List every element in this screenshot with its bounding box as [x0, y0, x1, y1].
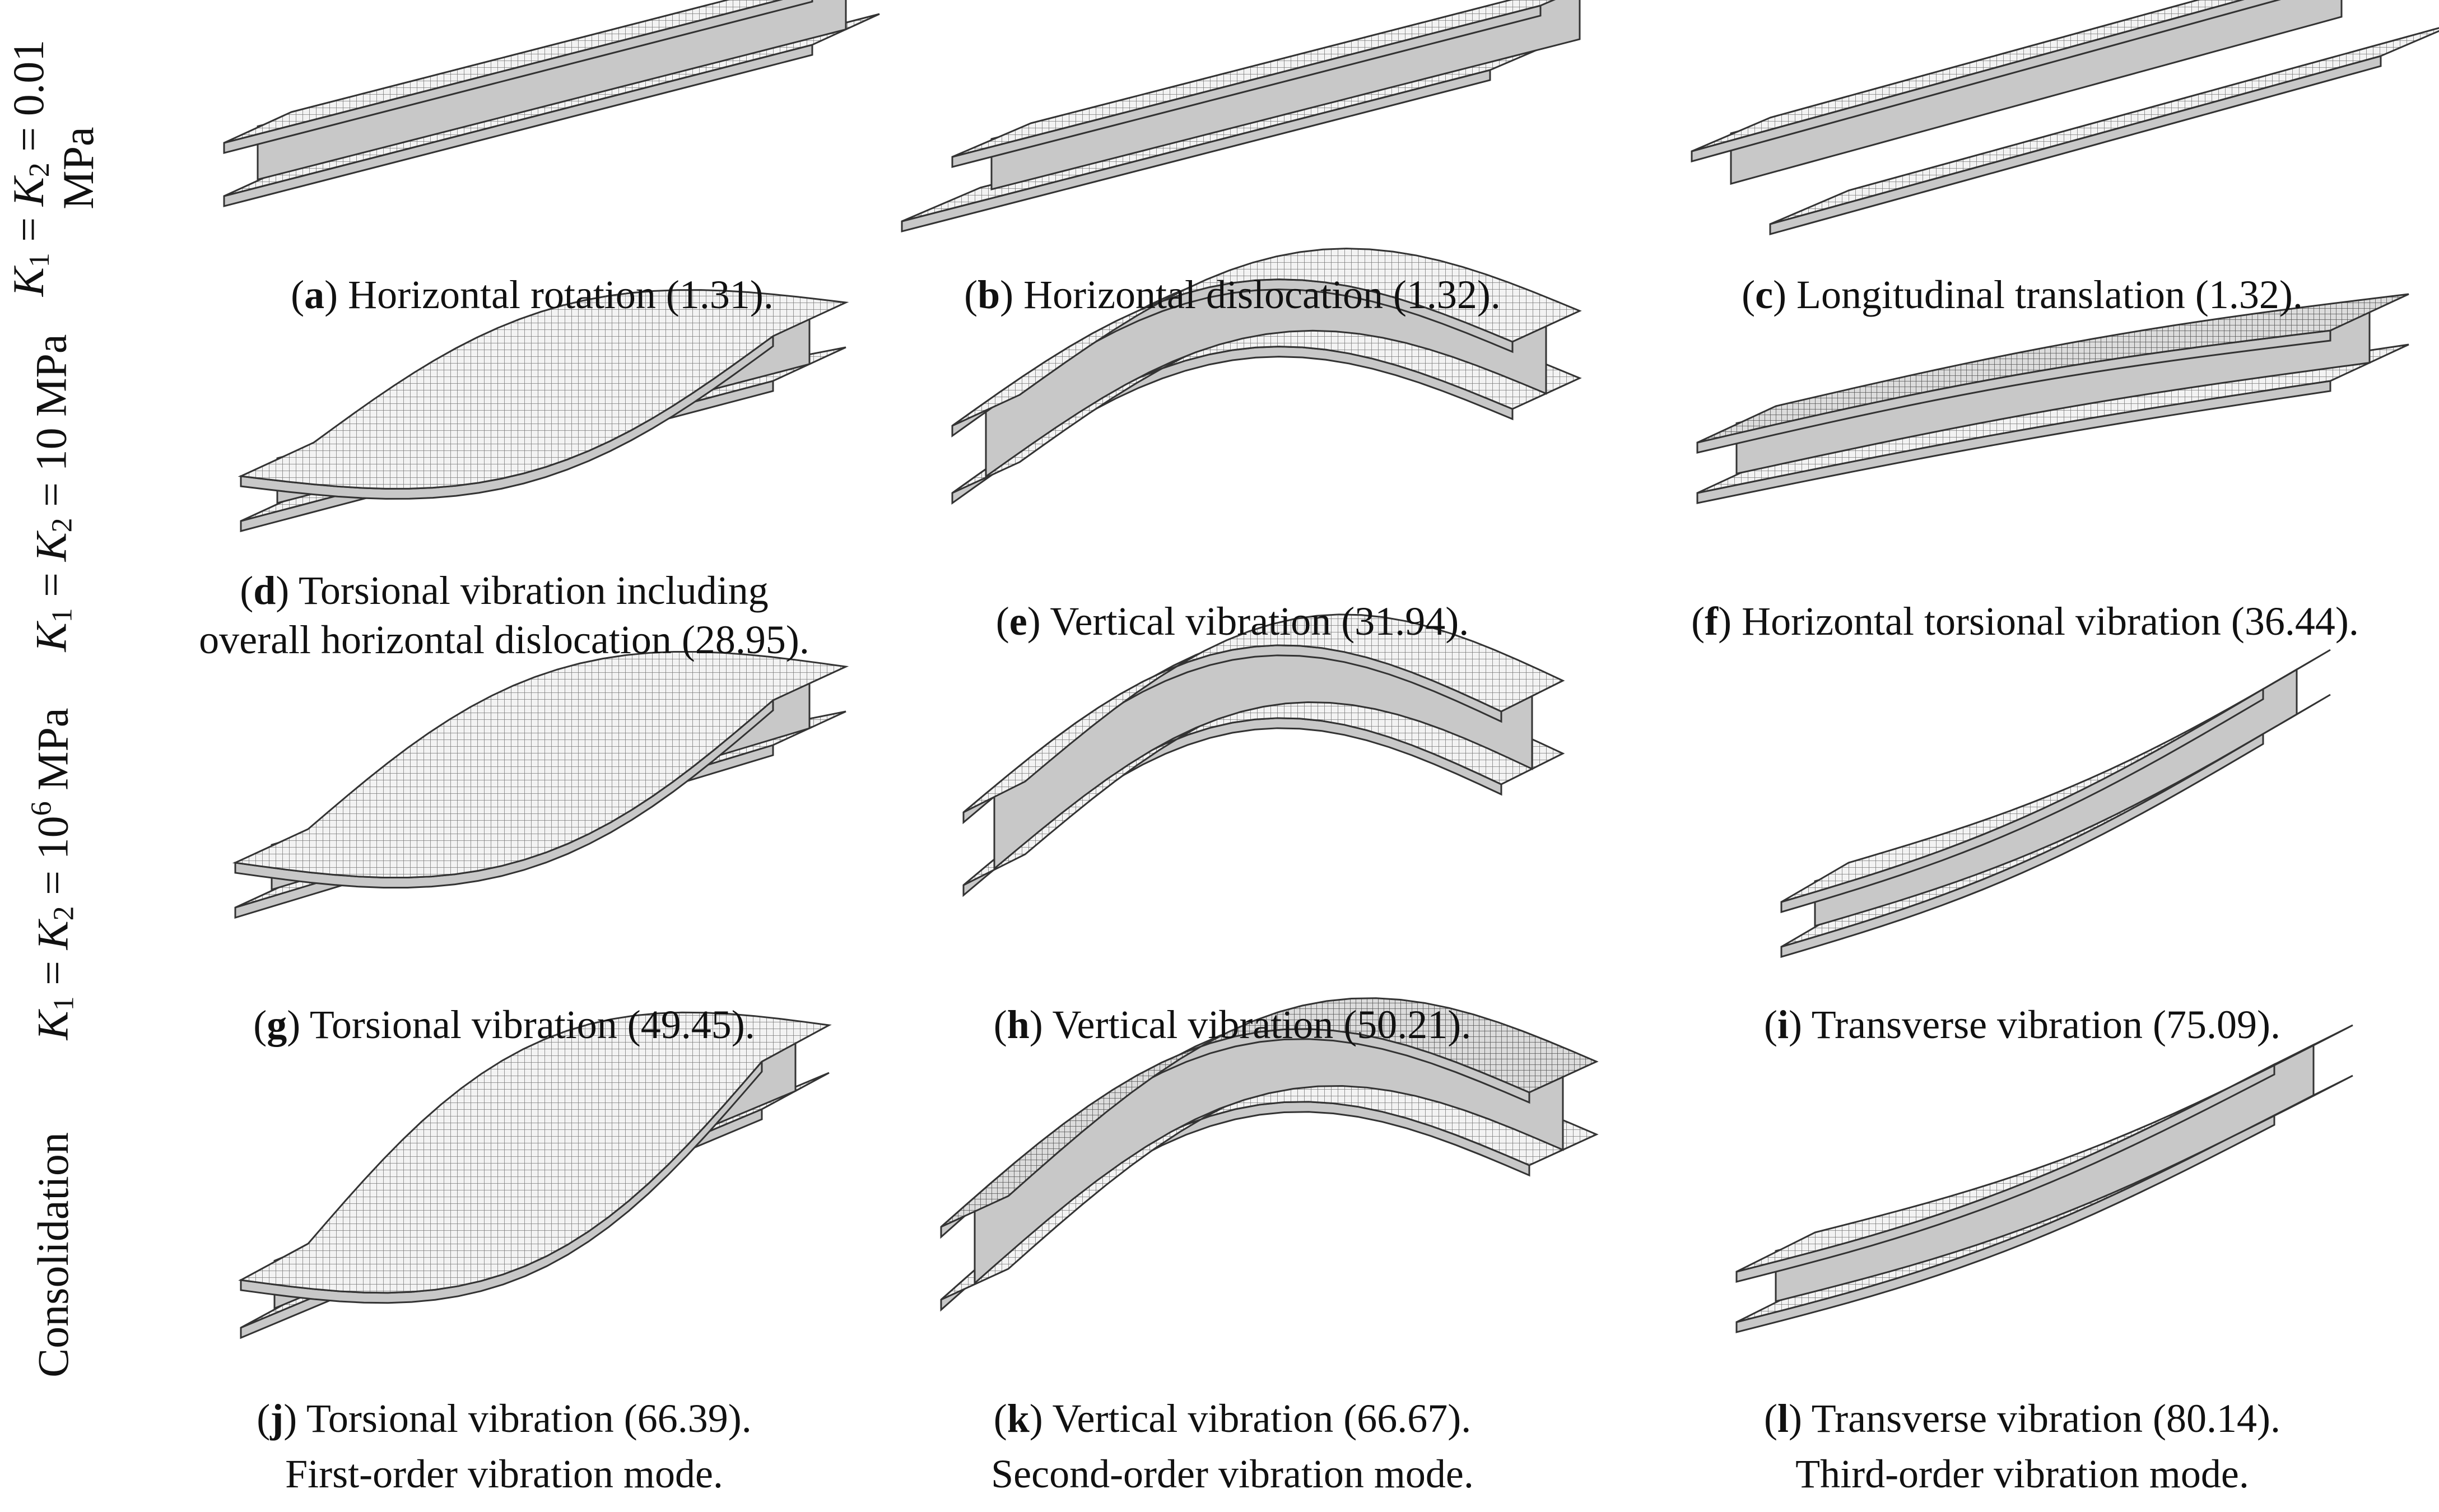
- top-flange: [1736, 1024, 2353, 1273]
- top-flange: [1781, 649, 2331, 903]
- beam-l: [1735, 1024, 2353, 1333]
- caption-c: (c) Longitudinal translation (1.32).: [1742, 272, 2303, 317]
- web: [993, 628, 1533, 871]
- caption-h: (h) Vertical vibration (50.21).: [993, 1002, 1472, 1047]
- row-label-1: K1 = K2 = 0.01 MPa: [3, 39, 103, 297]
- caption-i: (i) Transverse vibration (75.09).: [1764, 1002, 2280, 1047]
- top-flange: [1691, 0, 2245, 152]
- beam-b: [901, 0, 1581, 232]
- row-label-3: K1 = K2 = 106 MPa: [25, 708, 80, 1040]
- beam-d: [238, 289, 849, 532]
- beam-c: [1691, 0, 2439, 235]
- column-label-second-order: Second-order vibration mode.: [991, 1451, 1474, 1496]
- caption-e: (e) Vertical vibration (31.94).: [995, 599, 1469, 644]
- beam-i: [1780, 649, 2331, 959]
- beam-e: [951, 248, 1582, 505]
- beam-h: [962, 613, 1565, 897]
- top-flange: [963, 613, 1565, 813]
- beam-g: [232, 651, 849, 919]
- row-label-2: K1 = K2 = 10 MPa: [26, 334, 78, 652]
- top-flange: [941, 997, 1599, 1228]
- top-flange: [1697, 293, 2409, 444]
- bottom-flange: [1770, 27, 2439, 225]
- caption-g: (g) Torsional vibration (49.45).: [253, 1002, 755, 1047]
- top-flange: [224, 0, 783, 144]
- caption-a: (a) Horizontal rotation (1.31).: [291, 272, 774, 317]
- caption-j: (j) Torsional vibration (66.39).: [257, 1396, 752, 1441]
- column-label-third-order: Third-order vibration mode.: [1795, 1451, 2249, 1496]
- caption-f: (f) Horizontal torsional vibration (36.4…: [1691, 599, 2359, 644]
- row-label-4: Consolidation: [29, 1132, 78, 1378]
- caption-k: (k) Vertical vibration (66.67).: [993, 1396, 1472, 1441]
- top-flange: [238, 289, 849, 490]
- top-flange: [952, 0, 1556, 158]
- caption-l: (l) Transverse vibration (80.14).: [1764, 1396, 2280, 1441]
- beam-k: [940, 997, 1599, 1312]
- beam-a: [223, 0, 880, 207]
- top-flange: [238, 1011, 832, 1294]
- top-flange: [952, 248, 1582, 427]
- caption-b: (b) Horizontal dislocation (1.32).: [964, 272, 1501, 317]
- web: [257, 0, 847, 181]
- column-label-first-order: First-order vibration mode.: [285, 1451, 723, 1496]
- beam-j: [238, 1011, 832, 1339]
- beam-f: [1696, 293, 2409, 504]
- top-flange: [232, 651, 849, 878]
